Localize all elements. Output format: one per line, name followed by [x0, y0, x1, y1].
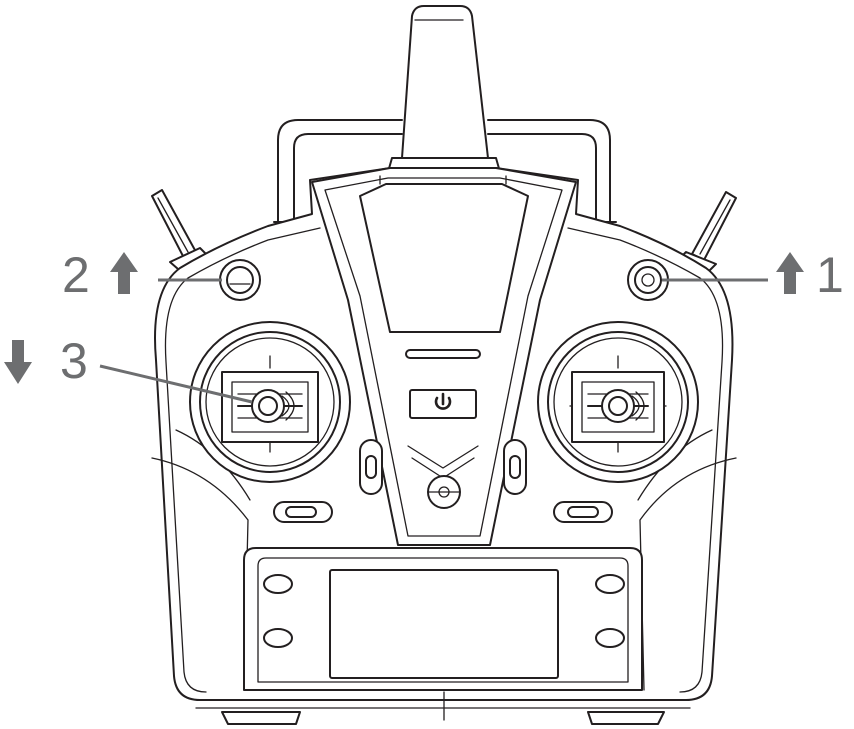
- panel-button-bottom-left: [263, 628, 293, 648]
- right-top-button: [627, 259, 669, 301]
- arrow-up-icon: [110, 252, 138, 294]
- left-top-button: [219, 259, 261, 301]
- right-joystick: [537, 321, 699, 483]
- panel-button-top-right: [595, 574, 625, 594]
- right-slide-switch: [503, 439, 527, 495]
- arrow-down-icon: [4, 340, 32, 384]
- power-icon: [434, 392, 452, 410]
- callout-2-label: 2: [62, 247, 90, 303]
- lcd-screen: [329, 569, 559, 679]
- antenna: [387, 5, 501, 173]
- panel-button-bottom-right: [595, 628, 625, 648]
- callout-2: 2: [62, 247, 222, 303]
- arrow-up-icon: [776, 252, 804, 294]
- left-trim-switch: [273, 501, 333, 523]
- callout-1: 1: [662, 247, 844, 303]
- callout-3-leader: [99, 364, 253, 404]
- left-slide-switch: [359, 439, 383, 495]
- left-joystick: [189, 321, 351, 483]
- callout-1-label: 1: [816, 247, 844, 303]
- bottom-panel: [243, 547, 643, 691]
- callout-3-label: 3: [60, 333, 88, 389]
- callout-3: 3: [4, 333, 253, 404]
- right-trim-switch: [553, 501, 613, 523]
- center-panel: [311, 167, 577, 546]
- panel-button-top-left: [263, 574, 293, 594]
